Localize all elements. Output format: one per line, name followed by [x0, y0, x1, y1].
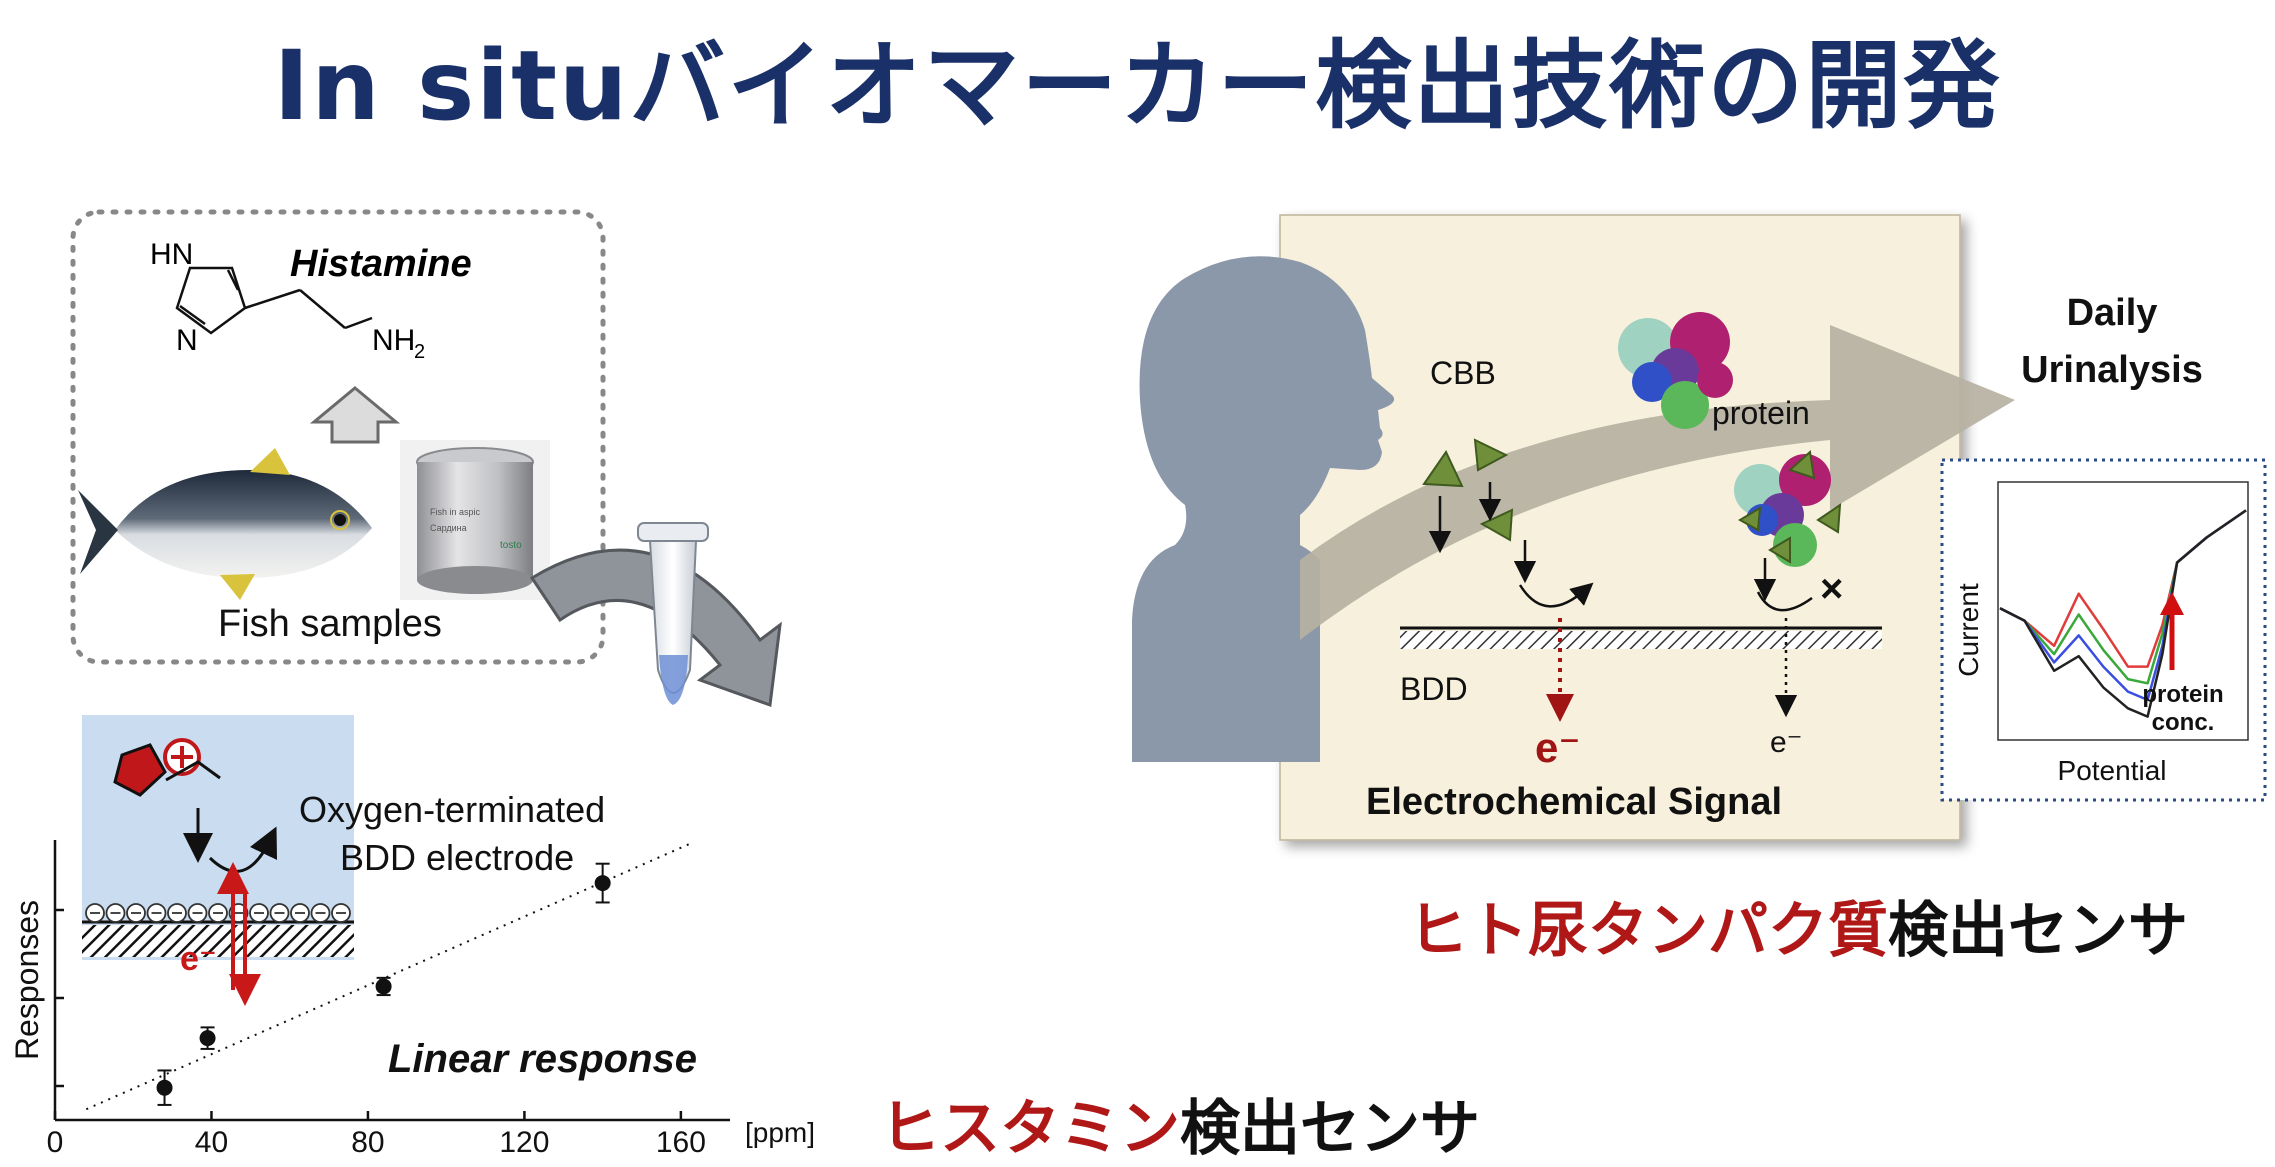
cbb-molecule — [1422, 449, 1464, 488]
pentagon-molecule — [113, 743, 167, 797]
electron-label: e⁻ — [180, 940, 217, 978]
atom-nh2-subscript: 2 — [414, 341, 425, 363]
sample-tube-icon — [637, 522, 709, 705]
flow-arrow — [1300, 325, 2015, 640]
inset-note-line2: conc. — [2152, 709, 2215, 736]
x-tick-label: 120 — [499, 1126, 549, 1159]
x-tick-label: 160 — [656, 1126, 706, 1159]
x-tick-label: 40 — [195, 1126, 228, 1159]
protein-cluster — [1618, 312, 1733, 429]
protein-caption-black: 検出センサ — [1888, 896, 2188, 966]
voltammogram-series — [1999, 509, 2247, 718]
protein-diagram: CBB protein BDD e⁻ e⁻ × Electrochemical … — [1132, 214, 2267, 841]
electrode-inset: e⁻ — [82, 715, 354, 1006]
data-point — [199, 1030, 216, 1047]
protein-label: protein — [1712, 395, 1810, 431]
protein-caption-red: ヒト尿タンパク質 — [1408, 896, 1888, 966]
cbb-label: CBB — [1430, 355, 1496, 391]
atom-hn: HN — [150, 238, 193, 271]
blocked-mark: × — [1820, 567, 1843, 611]
can-image: Fish in aspic Сардина tosto — [400, 440, 550, 600]
trend-line — [85, 843, 690, 1111]
electron-label-big: e⁻ — [1535, 724, 1581, 771]
bdd-label: BDD — [1400, 671, 1468, 707]
fish-samples-label: Fish samples — [218, 603, 442, 645]
electron-label-small: e⁻ — [1770, 726, 1803, 759]
surface-charges — [85, 903, 351, 923]
linear-response-label: Linear response — [388, 1037, 697, 1081]
daily-label: Daily — [2067, 292, 2158, 334]
can-label-line: Сардина — [430, 523, 467, 533]
gray-up-arrow — [309, 386, 401, 444]
cbb-molecule — [1473, 438, 1509, 472]
inset-y-label: Current — [1953, 583, 1984, 677]
histamine-sensor-caption: ヒスタミン検出センサ — [880, 1080, 1480, 1167]
protein-cluster-bound — [1734, 450, 1842, 567]
x-tick-label: 0 — [47, 1126, 64, 1159]
histamine-label: Histamine — [290, 243, 472, 285]
histamine-structure — [175, 266, 373, 335]
urinalysis-label: Urinalysis — [2021, 349, 2203, 391]
curved-gray-arrow — [529, 548, 782, 708]
head-silhouette — [1132, 256, 1395, 762]
can-label-line: Fish in aspic — [430, 507, 481, 517]
voltammogram-curves — [1999, 509, 2247, 718]
data-point — [156, 1079, 173, 1096]
bdd-surface — [1400, 631, 1882, 649]
x-tick-label: 80 — [351, 1126, 384, 1159]
data-point-group — [156, 862, 611, 1106]
atom-n: N — [176, 324, 198, 357]
atom-nh2: NH — [372, 324, 415, 357]
histamine-caption-black: 検出センサ — [1180, 1094, 1480, 1164]
page-title: In situバイオマーカー検出技術の開発 — [273, 30, 2002, 142]
response-chart: 0 40 80 120 160 [ppm] Responses — [9, 840, 815, 1159]
data-point — [375, 978, 392, 995]
protein-sensor-caption: ヒト尿タンパク質検出センサ — [1408, 882, 2188, 969]
histamine-caption-red: ヒスタミン — [880, 1094, 1180, 1164]
electrochemical-signal-label: Electrochemical Signal — [1366, 781, 1782, 823]
electrode-label-line2: BDD electrode — [340, 837, 574, 878]
y-axis-label: Responses — [9, 900, 45, 1060]
electrode-label-line1: Oxygen-terminated — [299, 789, 605, 830]
tuna-fish-image — [78, 448, 372, 600]
data-point — [594, 875, 611, 892]
voltammogram-frame — [1997, 481, 2249, 741]
x-tick-group: 0 40 80 120 160 — [47, 1111, 706, 1159]
x-axis-unit: [ppm] — [745, 1117, 815, 1148]
inset-note-line1: protein — [2142, 681, 2223, 708]
samples-box — [70, 209, 606, 665]
histamine-diagram: HN N NH 2 Histamine Fish in aspic Сардин… — [9, 209, 815, 1159]
inset-x-label: Potential — [2058, 755, 2167, 786]
can-label-line: tosto — [500, 540, 522, 551]
